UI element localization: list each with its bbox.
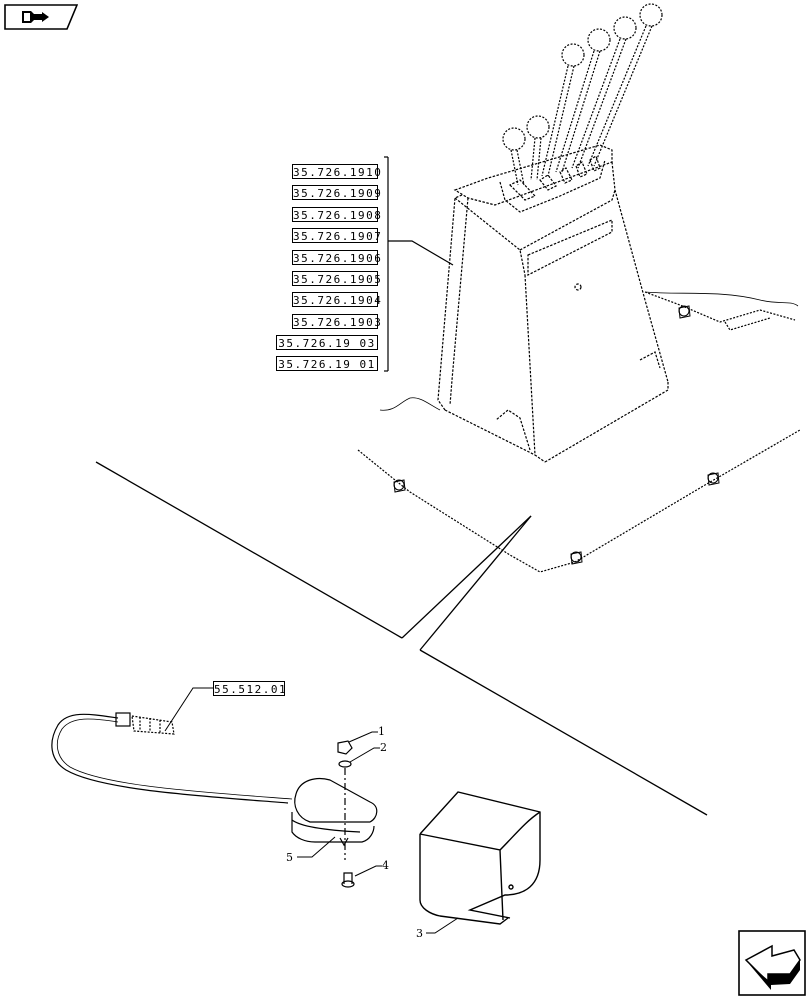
- reference-box-35-726-1904[interactable]: 35.726.1904: [292, 292, 383, 307]
- reference-box-35-726-1907[interactable]: 35.726.1907: [292, 228, 383, 243]
- next-page-arrow-icon[interactable]: [738, 930, 806, 996]
- cable-assembly: [51, 712, 293, 804]
- callout-3: 3: [416, 927, 423, 940]
- control-tower: [437, 144, 669, 463]
- connector-leader: [164, 687, 213, 732]
- reference-box-35-726-1903[interactable]: 35.726.1903: [292, 314, 383, 329]
- plate-mount-screws: [393, 305, 720, 565]
- reference-box-35-726-1909[interactable]: 35.726.1909: [292, 185, 383, 200]
- callout-5: 5: [286, 851, 293, 864]
- reference-box-35-726-1910[interactable]: 35.726.1910: [292, 164, 383, 179]
- section-break-lines: [95, 461, 708, 816]
- lever-knobs: [502, 3, 663, 151]
- reference-box-35-726-19-03[interactable]: 35.726.19 03: [276, 335, 378, 350]
- lever-shafts: [510, 25, 653, 186]
- reference-box-35-726-19-01[interactable]: 35.726.19 01: [276, 356, 378, 371]
- reference-bracket: [384, 156, 454, 372]
- screw: [341, 872, 355, 888]
- book-arrow-icon[interactable]: [4, 4, 79, 30]
- callout-leaders: [297, 731, 459, 934]
- floor-plate: [357, 291, 801, 573]
- reference-box-35-726-1906[interactable]: 35.726.1906: [292, 250, 383, 265]
- pedal-switch: [291, 777, 378, 847]
- reference-box-35-726-1908[interactable]: 35.726.1908: [292, 207, 383, 222]
- nut-washer: [337, 740, 353, 860]
- callout-2: 2: [380, 741, 387, 754]
- reference-box-55-512-01[interactable]: 55.512.01: [213, 681, 288, 696]
- reference-box-35-726-1905[interactable]: 35.726.1905: [292, 271, 383, 286]
- pedal-cover: [419, 791, 541, 925]
- callout-4: 4: [382, 859, 389, 872]
- callout-1: 1: [378, 725, 385, 738]
